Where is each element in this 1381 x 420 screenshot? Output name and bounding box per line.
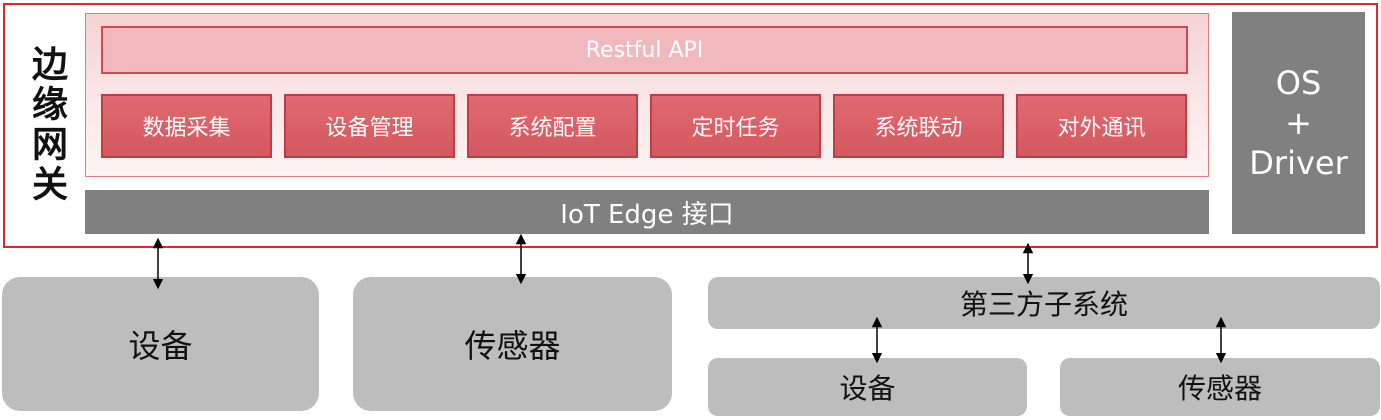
os-label: OS bbox=[1275, 64, 1322, 102]
edge-gateway-title: 边缘网关 bbox=[26, 45, 67, 205]
module-external-comm: 对外通讯 bbox=[1016, 94, 1187, 158]
device-block: 设备 bbox=[2, 277, 319, 411]
os-driver-box: OS + Driver bbox=[1232, 12, 1365, 234]
driver-label: Driver bbox=[1249, 144, 1348, 182]
iot-edge-interface-bar: IoT Edge 接口 bbox=[85, 190, 1209, 234]
plus-label: + bbox=[1285, 104, 1312, 142]
module-data-collection: 数据采集 bbox=[101, 94, 272, 158]
module-scheduled-tasks: 定时任务 bbox=[650, 94, 821, 158]
module-system-linkage: 系统联动 bbox=[833, 94, 1004, 158]
restful-api-bar: Restful API bbox=[101, 26, 1188, 74]
edge-gateway-frame bbox=[3, 3, 1378, 248]
module-system-config: 系统配置 bbox=[467, 94, 638, 158]
third-party-sensor-block: 传感器 bbox=[1060, 358, 1380, 416]
third-party-device-block: 设备 bbox=[708, 358, 1027, 416]
sensor-block: 传感器 bbox=[353, 277, 672, 411]
module-device-management: 设备管理 bbox=[284, 94, 455, 158]
third-party-subsystem-block: 第三方子系统 bbox=[708, 277, 1380, 329]
